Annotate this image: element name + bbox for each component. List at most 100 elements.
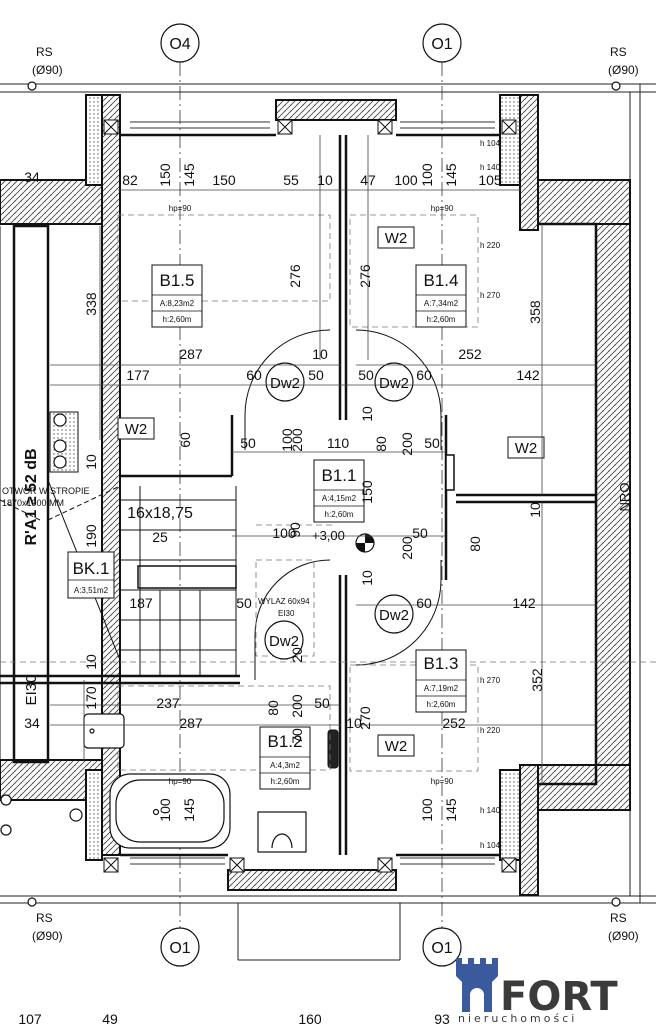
svg-text:200: 200 (289, 694, 305, 718)
svg-text:80: 80 (265, 700, 281, 716)
axis-label-top-right: O1 (431, 36, 452, 53)
tag-dividers (68, 294, 466, 774)
svg-text:276: 276 (357, 264, 373, 288)
svg-text:B1.5: B1.5 (160, 271, 195, 290)
svg-text:170: 170 (83, 686, 99, 710)
svg-text:10: 10 (359, 406, 375, 422)
svg-text:276: 276 (287, 264, 303, 288)
svg-text:50: 50 (240, 435, 256, 451)
svg-text:270: 270 (357, 706, 373, 730)
svg-text:200: 200 (289, 428, 305, 452)
svg-text:60: 60 (246, 367, 262, 383)
door-bubbles (264, 362, 414, 660)
room-b1-4: B1.4 A:7,34m2 h:2,60m (424, 271, 459, 324)
room-b1-3: B1.3 A:7,19m2 h:2,60m (424, 654, 459, 709)
hp-tr: hp=90 (431, 204, 454, 213)
svg-text:100: 100 (272, 525, 296, 541)
room-b1-1: B1.1 A:4,15m2 h:2,60m (322, 466, 357, 519)
dia-label-br: (Ø90) (608, 929, 639, 943)
h140-top: h 140 (480, 163, 501, 172)
dimension-texts: 82 150 55 10 47 100 105 287 252 177 60 5… (18, 169, 540, 1024)
svg-text:105: 105 (478, 172, 502, 188)
svg-text:145: 145 (443, 163, 459, 187)
logo-name: FORT (500, 974, 618, 1020)
vent-label: WYLAZ 60x94 (258, 597, 310, 606)
svg-text:A:7,19m2: A:7,19m2 (424, 684, 459, 693)
svg-text:h:2,60m: h:2,60m (163, 315, 192, 324)
hp-tl: hp=90 (169, 204, 192, 213)
svg-text:80: 80 (373, 436, 389, 452)
svg-text:145: 145 (181, 163, 197, 187)
svg-text:177: 177 (126, 367, 150, 383)
acoustic-label: R'A1 ≥ 52 dB (23, 448, 40, 545)
w2-tag-bottom: W2 (385, 738, 408, 755)
tag-boxes (67, 226, 545, 790)
vertical-dimension-texts: 150 145 100 145 338 276 276 358 60 10 20… (83, 163, 545, 822)
axis-label-bottom-left: O1 (169, 940, 190, 957)
fort-logo: FORT nieruchomości (456, 958, 618, 1024)
room-b1-2: B1.2 A:4,3m2 h:2,60m (268, 732, 303, 786)
logo-sub: nieruchomości (458, 1012, 577, 1024)
corner-markers (27, 81, 621, 907)
svg-text:A:4,15m2: A:4,15m2 (322, 494, 357, 503)
room-bk-1: BK.1 A:3,51m2 (73, 559, 110, 595)
rs-label-tl: RS (36, 45, 53, 59)
w2-tag-right: W2 (515, 440, 538, 457)
level-marker (355, 533, 375, 553)
h270-bottom: h 270 (480, 676, 501, 685)
opening-label: OTWÓR W STROPIE (2, 486, 90, 496)
windows (130, 121, 495, 865)
h104-top: h 104 (480, 139, 501, 148)
svg-text:160: 160 (298, 1011, 322, 1024)
dimension-lines (50, 135, 596, 784)
svg-text:10: 10 (83, 454, 99, 470)
svg-text:190: 190 (83, 524, 99, 548)
svg-text:49: 49 (102, 1011, 118, 1024)
svg-text:100: 100 (419, 163, 435, 187)
svg-text:82: 82 (122, 172, 138, 188)
svg-text:100: 100 (157, 798, 173, 822)
svg-text:287: 287 (179, 715, 203, 731)
axis-label-top-left: O4 (169, 36, 190, 53)
svg-text:50: 50 (412, 525, 428, 541)
svg-text:145: 145 (181, 798, 197, 822)
h270-top: h 270 (480, 291, 501, 300)
svg-text:50: 50 (308, 367, 324, 383)
svg-text:352: 352 (529, 668, 545, 692)
svg-text:252: 252 (442, 715, 466, 731)
svg-text:150: 150 (212, 172, 236, 188)
svg-text:B1.3: B1.3 (424, 654, 459, 673)
svg-text:90: 90 (287, 522, 303, 538)
stairs-run: 25 (152, 529, 168, 545)
dia-label-tr: (Ø90) (608, 63, 639, 77)
svg-text:50: 50 (236, 595, 252, 611)
rs-label-tr: RS (610, 45, 627, 59)
tower-icon (456, 958, 498, 1012)
dw2-tag-3: Dw2 (379, 607, 409, 624)
svg-text:B1.4: B1.4 (424, 271, 459, 290)
svg-text:60: 60 (416, 367, 432, 383)
svg-text:B1.1: B1.1 (322, 466, 357, 485)
svg-text:50: 50 (358, 367, 374, 383)
svg-text:20: 20 (289, 647, 305, 663)
svg-text:10: 10 (83, 654, 99, 670)
vent-ei-label: EI30 (278, 609, 295, 618)
axis-label-bottom-right: O1 (431, 940, 452, 957)
svg-text:287: 287 (179, 346, 203, 362)
svg-text:34: 34 (24, 169, 40, 185)
svg-text:10: 10 (317, 172, 333, 188)
svg-text:A:4,3m2: A:4,3m2 (270, 761, 300, 770)
svg-text:252: 252 (458, 346, 482, 362)
svg-text:100: 100 (419, 798, 435, 822)
svg-text:93: 93 (434, 1011, 450, 1024)
dw2-tag-2: Dw2 (379, 375, 409, 392)
exterior-walls (0, 94, 631, 896)
w2-tag-left: W2 (125, 421, 148, 438)
dia-label-bl: (Ø90) (32, 929, 63, 943)
svg-text:47: 47 (360, 172, 376, 188)
opening-size-label: 1870x1900 MM (2, 498, 64, 508)
svg-text:107: 107 (18, 1011, 42, 1024)
svg-text:142: 142 (512, 595, 536, 611)
svg-text:150: 150 (359, 480, 375, 504)
